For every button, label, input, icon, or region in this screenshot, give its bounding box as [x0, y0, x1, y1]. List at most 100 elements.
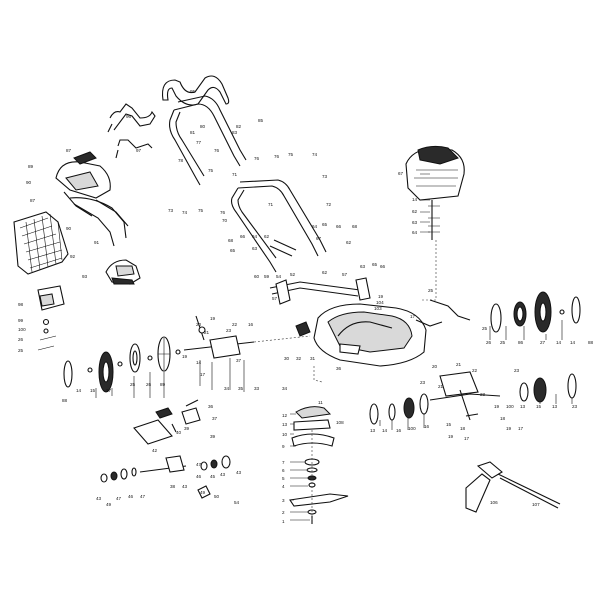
part-label: 47 [116, 496, 122, 501]
part-label: 74 [312, 152, 318, 157]
part-label: 95 [190, 89, 196, 94]
part-label: 63 [360, 264, 366, 269]
part-label: 89 [28, 164, 34, 169]
part-label: 37 [212, 416, 218, 421]
part-label: 38 [170, 484, 176, 489]
part-label: 23 [572, 404, 578, 409]
part-label: 93 [82, 274, 88, 279]
engine [405, 145, 465, 301]
part-label: 78 [178, 158, 184, 163]
part-label: 13 [370, 428, 376, 433]
part-label: 26 [146, 382, 152, 387]
part-label: 76 [220, 210, 226, 215]
part-label: 25 [18, 348, 24, 353]
part-labels: 95 96 97 85 82 83 80 81 77 76 78 75 71 7… [18, 89, 594, 524]
part-label: 20 [196, 322, 202, 327]
part-label: 86 [518, 340, 524, 345]
part-label: 73 [168, 208, 174, 213]
part-label: 81 [190, 130, 196, 135]
part-label: 17 [464, 436, 470, 441]
part-label: 65 [230, 248, 236, 253]
part-label: 25 [428, 288, 434, 293]
part-label: 36 [336, 366, 342, 371]
part-label: 63 [412, 220, 418, 225]
part-label: 49 [106, 502, 112, 507]
part-label: 65 [322, 222, 328, 227]
part-label: 35 [238, 386, 244, 391]
part-label: 33 [254, 386, 260, 391]
part-label: 106 [490, 500, 498, 505]
part-label: 3 [282, 498, 285, 503]
part-label: 40 [176, 430, 182, 435]
part-label: 90 [66, 226, 72, 231]
part-label: 36 [208, 404, 214, 409]
part-label: 9 [282, 444, 285, 449]
part-label: 85 [258, 118, 264, 123]
part-label: 47 [196, 462, 202, 467]
part-label: 13 [552, 404, 558, 409]
part-label: 18 [460, 426, 466, 431]
part-label: 64 [412, 230, 418, 235]
part-label: 108 [336, 420, 344, 425]
part-label: 17 [410, 314, 416, 319]
part-label: 13 [282, 422, 288, 427]
blade-assembly [289, 366, 349, 524]
part-label: 22 [232, 322, 238, 327]
part-label: 75 [198, 208, 204, 213]
part-label: 75 [288, 152, 294, 157]
part-label: 66 [240, 234, 246, 239]
part-label: 100 [408, 426, 416, 431]
part-label: 90 [26, 180, 32, 185]
part-label: 25 [500, 340, 506, 345]
part-label: 15 [536, 404, 542, 409]
part-label: 17 [200, 372, 206, 377]
part-label: 7 [282, 460, 285, 465]
part-label: 17 [518, 426, 524, 431]
part-label: 67 [316, 236, 322, 241]
part-label: 63 [252, 246, 258, 251]
part-label: 43 [96, 496, 102, 501]
part-label: 62 [412, 209, 418, 214]
part-label: 14 [382, 428, 388, 433]
part-label: 37 [236, 358, 242, 363]
part-label: 54 [234, 500, 240, 505]
part-label: 82 [236, 124, 242, 129]
part-label: 31 [310, 356, 316, 361]
part-label: 14 [196, 360, 202, 365]
part-label: 19 [506, 426, 512, 431]
part-label: 88 [62, 398, 68, 403]
part-label: 26 [486, 340, 492, 345]
wheels-right-front [369, 371, 577, 425]
part-label: 23 [226, 328, 232, 333]
part-label: 14 [412, 197, 418, 202]
part-label: 32 [296, 356, 302, 361]
height-adjuster-left [183, 315, 311, 359]
part-label: 34 [224, 386, 230, 391]
part-label: 96 [126, 114, 132, 119]
part-label: 19 [182, 354, 188, 359]
part-label: 19 [494, 404, 500, 409]
part-label: 19 [448, 434, 454, 439]
part-label: 42 [152, 448, 158, 453]
part-label: 39 [184, 426, 190, 431]
upper-handle [161, 75, 247, 186]
part-label: 107 [532, 502, 540, 507]
part-label: 23 [480, 392, 486, 397]
part-label: 71 [268, 202, 274, 207]
part-label: 57 [342, 272, 348, 277]
part-label: 25 [482, 326, 488, 331]
part-label: 25 [130, 382, 136, 387]
part-label: 6 [282, 468, 285, 473]
part-label: 15 [90, 388, 96, 393]
part-label: 18 [500, 416, 506, 421]
throttle-and-controls [133, 399, 201, 445]
part-label: 60 [254, 274, 260, 279]
part-label: 47 [140, 494, 146, 499]
part-label: 89 [160, 382, 166, 387]
part-label: 43 [236, 470, 242, 475]
part-label: 19 [210, 316, 216, 321]
part-label: 73 [322, 174, 328, 179]
part-label: 65 [372, 262, 378, 267]
part-label: 21 [456, 362, 462, 367]
drive-shaft-parts [100, 455, 231, 499]
